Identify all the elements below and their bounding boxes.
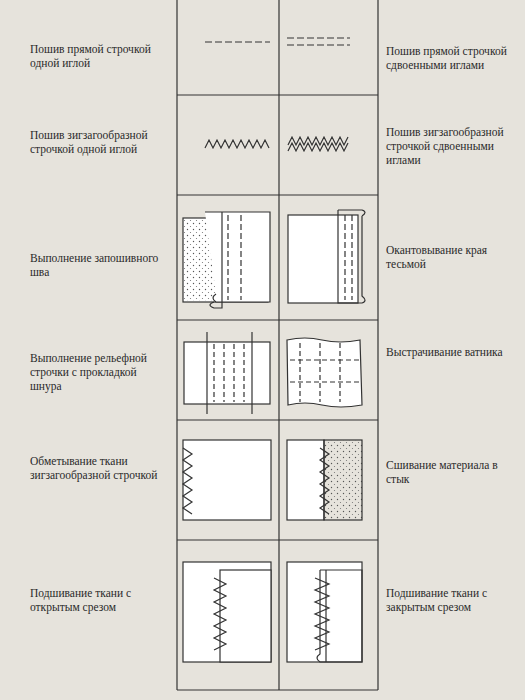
stitch-caption: Окантовывание края тесьмой — [386, 243, 511, 271]
stitch-caption: Подшивание ткани с открытым срезом — [30, 586, 165, 614]
stitch-caption: Обметывание ткани зигзагообразной строчк… — [30, 454, 165, 482]
stitch-caption: Подшивание ткани с закрытым срезом — [386, 586, 511, 614]
stitch-caption: Пошив прямой строчкой одной иглой — [30, 42, 165, 70]
stitch-caption: Пошив зигзагообразной строчкой одной игл… — [30, 128, 165, 156]
stitch-caption: Пошив прямой строчкой сдвоенными иглами — [386, 44, 511, 72]
stitch-caption: Выполнение рельефной строчки с прокладко… — [30, 351, 165, 393]
stitch-caption: Сшивание материала в стык — [386, 458, 511, 486]
stitch-caption: Выстрачивание ватника — [386, 345, 511, 359]
stitch-caption: Выполнение запошивного шва — [30, 251, 165, 279]
stitch-caption: Пошив зигзагообразной строчкой сдвоенным… — [386, 125, 511, 167]
